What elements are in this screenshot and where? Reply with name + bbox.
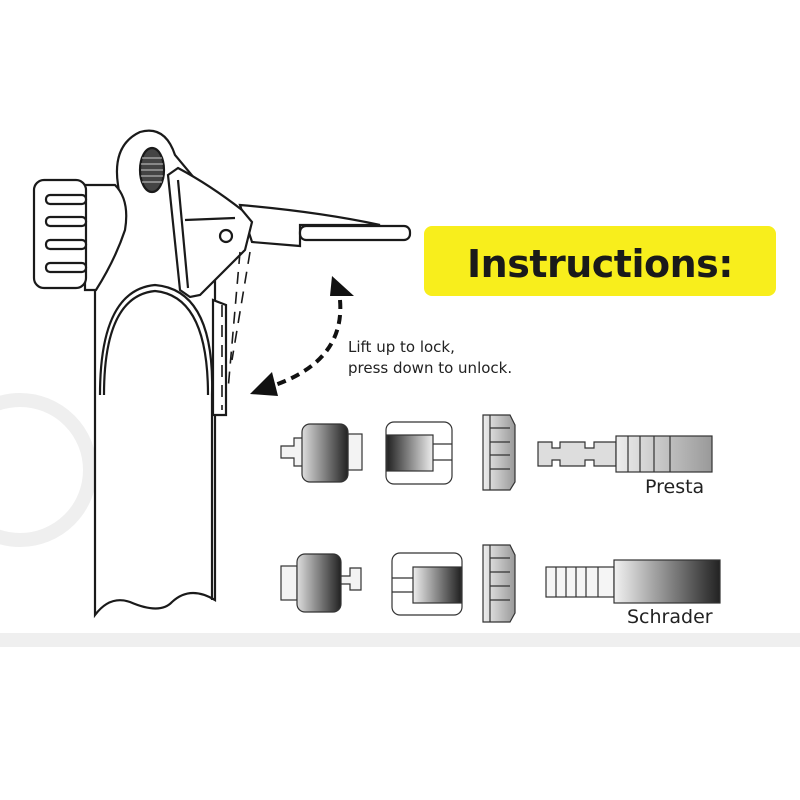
caption-line-1: Lift up to lock, [348, 338, 455, 356]
presta-label: Presta [645, 476, 705, 498]
pump-knob [32, 178, 128, 292]
lock-lever [166, 166, 412, 417]
caption-line-2: press down to unlock. [348, 359, 513, 377]
schrader-parts [280, 544, 721, 623]
schrader-label: Schrader [627, 606, 713, 628]
instructions-title: Instructions: [467, 242, 733, 286]
arrow-up-head [330, 276, 354, 296]
lock-direction-arrow [250, 276, 354, 396]
lever-caption: Lift up to lock, press down to unlock. [348, 337, 512, 379]
instructions-banner: Instructions: [424, 226, 776, 296]
presta-parts [280, 414, 713, 491]
arrow-down-head [250, 372, 278, 396]
